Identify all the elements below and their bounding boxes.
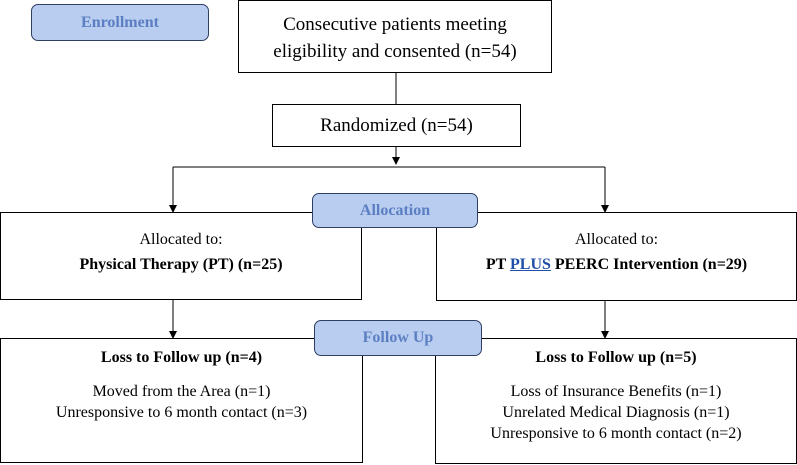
followup-left-box: Loss to Follow up (n=4) Moved from the A… — [0, 338, 363, 463]
stage-label-text: Follow Up — [362, 329, 434, 346]
screening-box: Consecutive patients meeting eligibility… — [238, 0, 552, 73]
randomized-text: Randomized (n=54) — [320, 115, 473, 136]
allocation-left-box: Allocated to: Physical Therapy (PT) (n=2… — [0, 212, 362, 300]
group-plus: PLUS — [510, 256, 551, 273]
followup-right-reason: Unresponsive to 6 month contact (n=2) — [490, 425, 742, 442]
stage-label-enrollment: Enrollment — [31, 4, 209, 41]
followup-right-reason: Loss of Insurance Benefits (n=1) — [510, 383, 722, 400]
screening-line-1: Consecutive patients meeting — [283, 14, 507, 35]
allocation-left-heading: Allocated to: — [139, 231, 223, 248]
followup-left-reason: Unresponsive to 6 month contact (n=3) — [55, 404, 308, 421]
followup-right-heading: Loss to Follow up (n=5) — [535, 349, 697, 366]
randomized-box: Randomized (n=54) — [272, 104, 521, 147]
group-prefix: PT — [485, 256, 510, 273]
followup-left-heading: Loss to Follow up (n=4) — [100, 349, 263, 366]
stage-label-follow-up: Follow Up — [314, 320, 482, 356]
stage-label-text: Allocation — [359, 202, 431, 219]
stage-label-text: Enrollment — [81, 14, 159, 31]
allocation-right-box: Allocated to: PT PLUS PEERC Intervention… — [436, 212, 797, 301]
allocation-right-heading: Allocated to: — [574, 231, 659, 248]
followup-right-reason: Unrelated Medical Diagnosis (n=1) — [502, 404, 730, 421]
followup-right-box: Loss to Follow up (n=5) Loss of Insuranc… — [435, 338, 797, 464]
followup-left-reason: Moved from the Area (n=1) — [92, 383, 271, 400]
allocation-left-group: Physical Therapy (PT) (n=25) — [79, 256, 283, 273]
stage-label-allocation: Allocation — [312, 193, 478, 228]
screening-line-2: eligibility and consented (n=54) — [273, 41, 517, 62]
group-suffix: PEERC Intervention (n=29) — [550, 256, 748, 273]
allocation-right-group: PT PLUS PEERC Intervention (n=29) — [437, 252, 796, 277]
